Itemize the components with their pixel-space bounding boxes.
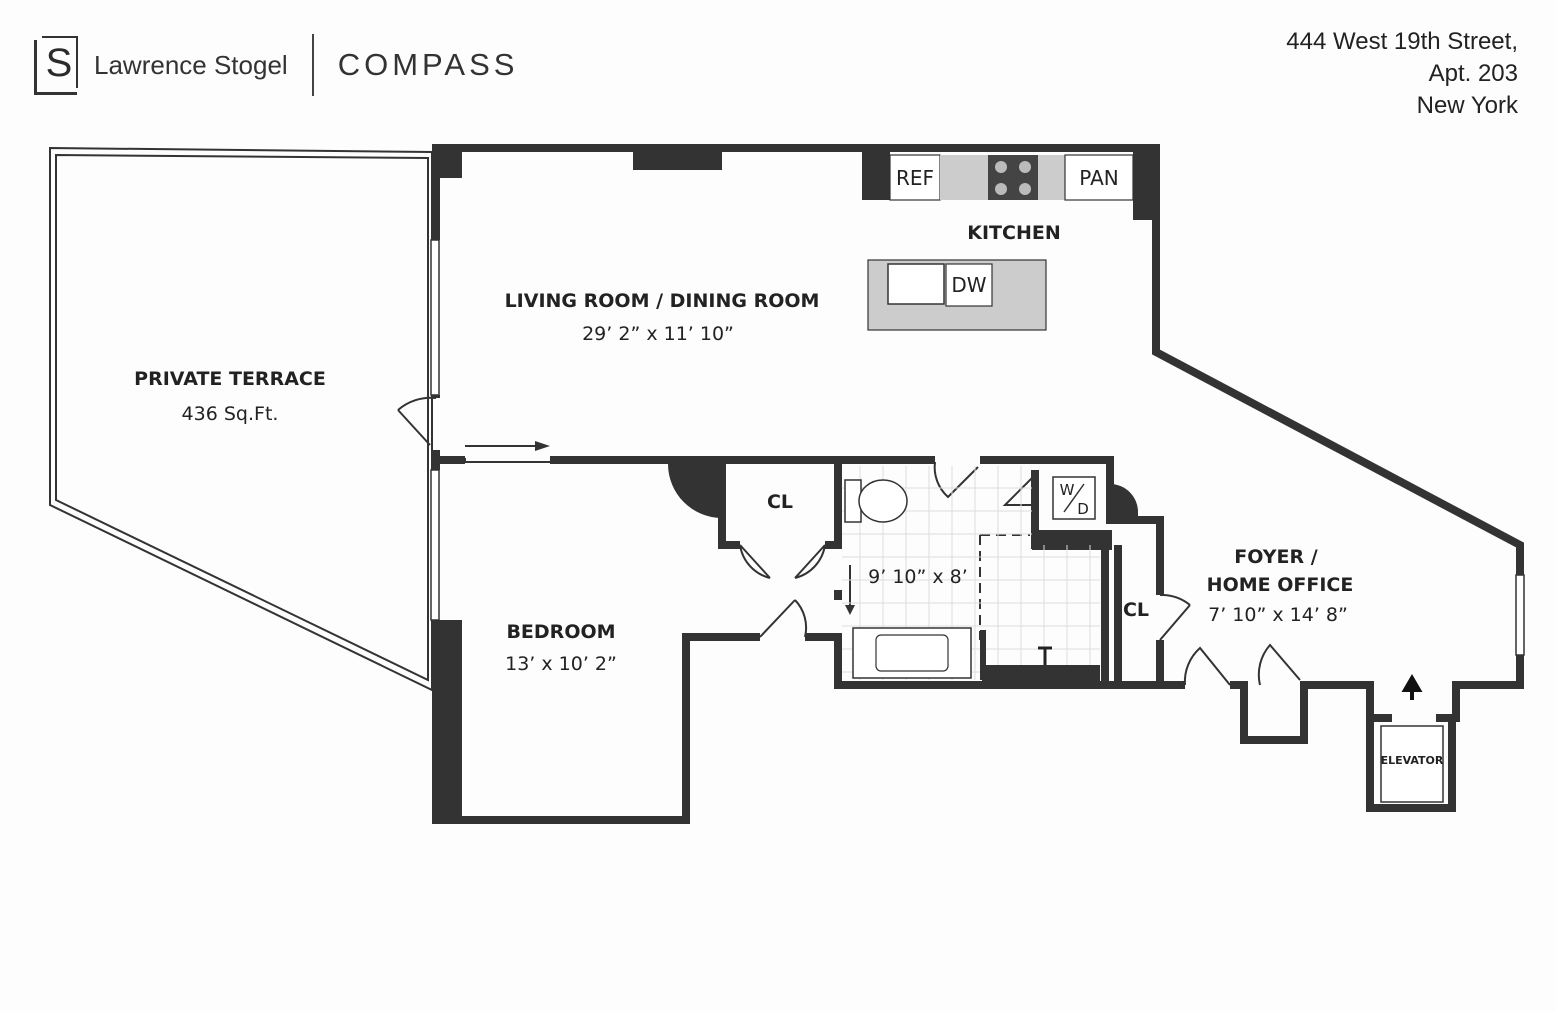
logo-divider [311,34,314,96]
agent-name: Lawrence Stogel [94,49,288,80]
living-size: 29’ 2” x 11’ 10” [582,323,734,345]
washer-label: W [1060,481,1075,499]
closet-label: CL [1123,599,1149,621]
bedroom-label: BEDROOM [506,621,615,643]
dishwasher [945,263,993,307]
foyer-label-2: HOME OFFICE [1207,574,1354,596]
ls-logo-mark: S [34,36,78,95]
closet-label: CL [767,491,793,513]
terrace-label: PRIVATE TERRACE [134,368,326,390]
bedroom-size: 13’ x 10’ 2” [505,653,617,675]
living-label: LIVING ROOM / DINING ROOM [505,290,820,312]
bath-fixtures [844,476,1100,681]
foyer-label: FOYER / [1234,546,1317,568]
shower-head-icon [1038,646,1052,668]
header-logo: S Lawrence Stogel COMPASS [34,34,518,96]
doors [397,396,1301,686]
pantry-label: PAN [1079,166,1118,190]
windows [430,239,1525,656]
toilet-icon [858,479,908,523]
address-line: 444 West 19th Street, [1286,28,1518,55]
pantry [1064,154,1134,201]
elevator-car [1380,725,1444,803]
brokerage-name: COMPASS [337,47,519,82]
dryer-label: D [1077,500,1089,518]
ref-label: REF [896,166,934,190]
terrace-size: 436 Sq.Ft. [182,403,279,425]
sink-icon [887,263,945,305]
stove-icon [988,155,1038,200]
refrigerator [889,154,941,201]
kitchen-fixtures [867,154,1444,803]
walls [432,144,1524,824]
address-line: New York [1416,92,1518,119]
address-line: Apt. 203 [1428,60,1518,87]
entry-arrow-icon [1401,674,1423,700]
foyer-size: 7’ 10” x 14’ 8” [1208,604,1348,626]
address: 444 West 19th Street, Apt. 203 New York [1286,26,1518,122]
bath-size: 9’ 10” x 8’ [868,566,968,588]
dishwasher-label: DW [951,273,986,297]
elevator-label: ELEVATOR [1381,754,1444,767]
kitchen-label: KITCHEN [967,222,1060,244]
